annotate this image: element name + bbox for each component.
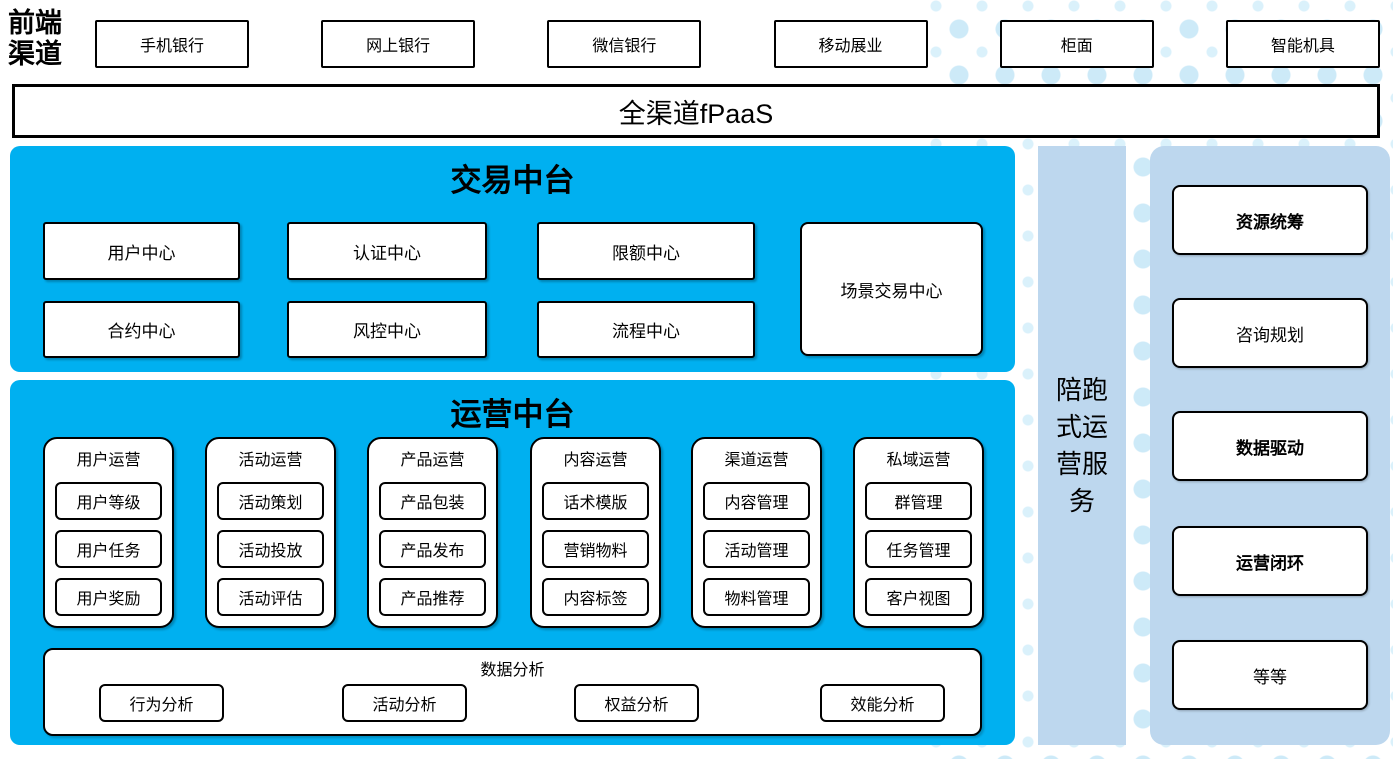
channel-mobile-banking: 手机银行 bbox=[95, 20, 249, 68]
center-contract: 合约中心 bbox=[43, 301, 240, 358]
service-resource-planning: 资源统筹 bbox=[1172, 185, 1368, 255]
ops-column-title: 内容运营 bbox=[563, 452, 628, 469]
ops-item: 活动投放 bbox=[217, 530, 324, 568]
ops-column-private-domain: 私域运营 群管理 任务管理 客户视图 bbox=[853, 437, 984, 628]
service-consulting: 咨询规划 bbox=[1172, 298, 1368, 368]
ops-column-channel: 渠道运营 内容管理 活动管理 物料管理 bbox=[691, 437, 822, 628]
service-etc: 等等 bbox=[1172, 640, 1368, 710]
service-ops-loop: 运营闭环 bbox=[1172, 526, 1368, 596]
ops-item: 用户任务 bbox=[55, 530, 162, 568]
ops-item: 活动策划 bbox=[217, 482, 324, 520]
ops-item: 产品发布 bbox=[379, 530, 486, 568]
ops-item: 活动评估 bbox=[217, 578, 324, 616]
ops-column-title: 用户运营 bbox=[76, 452, 141, 469]
channel-wechat-banking: 微信银行 bbox=[547, 20, 702, 68]
ops-column-items: 活动策划 活动投放 活动评估 bbox=[207, 470, 334, 616]
ops-column-activity: 活动运营 活动策划 活动投放 活动评估 bbox=[205, 437, 336, 628]
trade-platform: 交易中台 用户中心 认证中心 限额中心 合约中心 风控中心 流程中心 场景交易中… bbox=[10, 146, 1015, 372]
channel-smart-devices: 智能机具 bbox=[1225, 20, 1380, 68]
center-limit: 限额中心 bbox=[537, 222, 755, 280]
service-panel: 资源统筹 咨询规划 数据驱动 运营闭环 等等 bbox=[1150, 146, 1390, 745]
ops-item: 活动管理 bbox=[703, 530, 810, 568]
ops-column-items: 用户等级 用户任务 用户奖励 bbox=[45, 470, 172, 616]
data-analysis-panel: 数据分析 行为分析 活动分析 权益分析 效能分析 bbox=[43, 648, 982, 736]
ops-item: 营销物料 bbox=[542, 530, 649, 568]
ops-item: 用户奖励 bbox=[55, 578, 162, 616]
ops-item: 产品推荐 bbox=[379, 578, 486, 616]
center-risk: 风控中心 bbox=[287, 301, 487, 358]
ops-item: 内容管理 bbox=[703, 482, 810, 520]
data-analysis-title: 数据分析 bbox=[480, 662, 545, 679]
ops-item: 内容标签 bbox=[542, 578, 649, 616]
ops-item: 任务管理 bbox=[865, 530, 972, 568]
center-scene-trade: 场景交易中心 bbox=[800, 222, 983, 356]
center-process: 流程中心 bbox=[537, 301, 755, 358]
analysis-benefit: 权益分析 bbox=[574, 684, 699, 722]
analysis-behavior: 行为分析 bbox=[99, 684, 224, 722]
ops-column-items: 内容管理 活动管理 物料管理 bbox=[693, 470, 820, 616]
ops-column-items: 群管理 任务管理 客户视图 bbox=[855, 470, 982, 616]
channel-online-banking: 网上银行 bbox=[321, 20, 476, 68]
ops-platform-title: 运营中台 bbox=[450, 397, 575, 433]
ops-column-items: 产品包装 产品发布 产品推荐 bbox=[369, 470, 496, 616]
front-channels-row: 手机银行 网上银行 微信银行 移动展业 柜面 智能机具 bbox=[95, 20, 1380, 68]
center-auth: 认证中心 bbox=[287, 222, 487, 280]
ops-item: 群管理 bbox=[865, 482, 972, 520]
ops-item: 产品包装 bbox=[379, 482, 486, 520]
analysis-efficiency: 效能分析 bbox=[820, 684, 945, 722]
ops-column-title: 活动运营 bbox=[238, 452, 303, 469]
ops-column-items: 话术模版 营销物料 内容标签 bbox=[532, 470, 659, 616]
ops-column-user: 用户运营 用户等级 用户任务 用户奖励 bbox=[43, 437, 174, 628]
trade-platform-title: 交易中台 bbox=[450, 163, 575, 199]
ops-column-title: 私域运营 bbox=[886, 452, 951, 469]
ops-column-title: 渠道运营 bbox=[724, 452, 789, 469]
ops-item: 客户视图 bbox=[865, 578, 972, 616]
ops-column-product: 产品运营 产品包装 产品发布 产品推荐 bbox=[367, 437, 498, 628]
ops-item: 用户等级 bbox=[55, 482, 162, 520]
front-channels-label: 前端 渠道 bbox=[8, 8, 62, 70]
ops-platform: 运营中台 用户运营 用户等级 用户任务 用户奖励 活动运营 活动策划 活动投放 … bbox=[10, 380, 1015, 745]
service-data-driven: 数据驱动 bbox=[1172, 411, 1368, 481]
ops-item: 物料管理 bbox=[703, 578, 810, 616]
fpaas-layer: 全渠道fPaaS bbox=[12, 84, 1380, 138]
channel-counter: 柜面 bbox=[999, 20, 1154, 68]
ops-item: 话术模版 bbox=[542, 482, 649, 520]
accompany-service-bar: 陪跑式运营服务 bbox=[1038, 146, 1126, 745]
ops-column-content: 内容运营 话术模版 营销物料 内容标签 bbox=[530, 437, 661, 628]
ops-column-title: 产品运营 bbox=[400, 452, 465, 469]
center-user: 用户中心 bbox=[43, 222, 240, 280]
analysis-activity: 活动分析 bbox=[342, 684, 467, 722]
accompany-service-label: 陪跑式运营服务 bbox=[1055, 374, 1108, 516]
channel-mobile-sales: 移动展业 bbox=[773, 20, 928, 68]
